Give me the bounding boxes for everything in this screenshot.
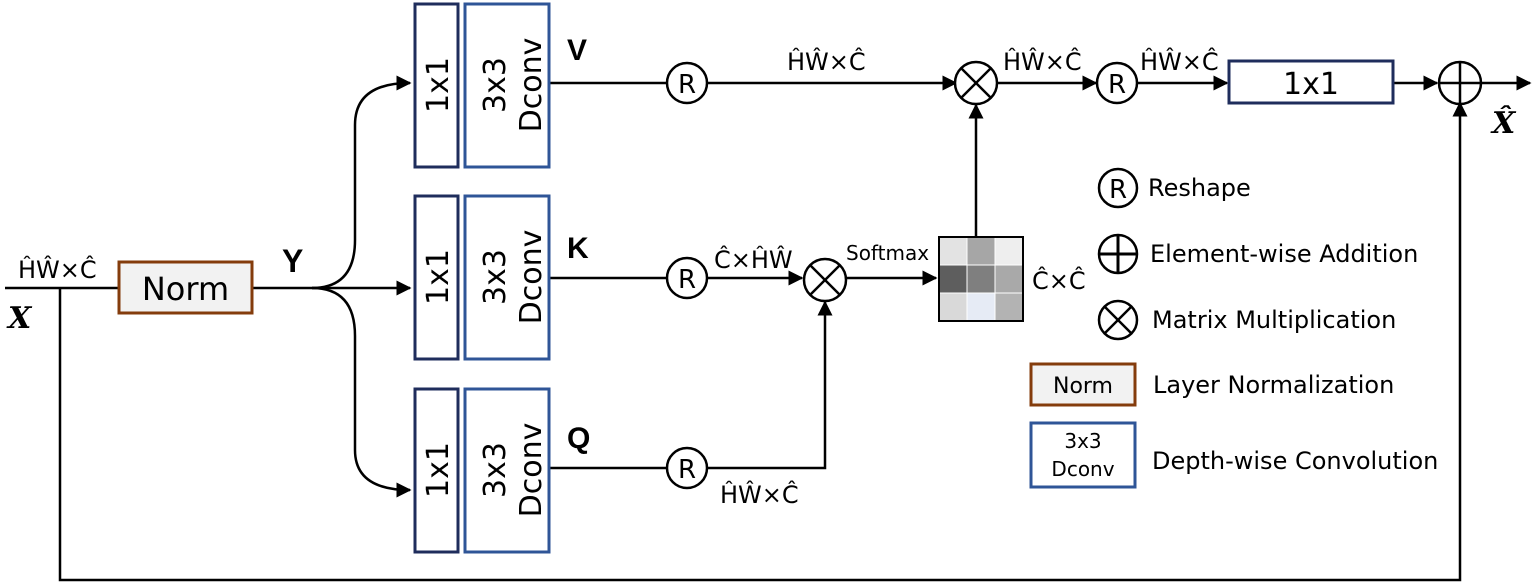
- v-dconv-box: [463, 2, 551, 169]
- branch-to-v: [311, 75, 412, 290]
- legend-norm-box: [1029, 362, 1137, 407]
- input-x-label: X: [6, 301, 33, 336]
- out-reshape-icon: R: [1095, 61, 1139, 105]
- branch-to-q: [311, 286, 412, 498]
- attention-cell: [938, 292, 968, 322]
- q-dconv-label-line1: 3x3: [478, 442, 513, 498]
- input-dim-label: ĤŴ×Ĉ: [18, 254, 97, 284]
- v-dconv-label-line1: 3x3: [478, 57, 513, 113]
- legend-add-icon: [1097, 233, 1139, 275]
- attention-cell: [938, 236, 968, 266]
- legend-norm-symbol: Norm: [1053, 374, 1113, 399]
- softmax-label: Softmax: [846, 241, 929, 265]
- svg-text:R: R: [678, 455, 696, 485]
- legend-reshape-icon: R: [1097, 167, 1139, 209]
- q-label: Q: [567, 422, 590, 455]
- k-conv1x1-label: 1x1: [421, 249, 456, 305]
- norm-box: [117, 260, 254, 315]
- svg-text:R: R: [1109, 175, 1127, 205]
- attention-cell: [994, 236, 1024, 266]
- y-label: Y: [282, 243, 303, 279]
- q-reshape-icon: R: [665, 446, 709, 490]
- legend-norm-label: Layer Normalization: [1153, 371, 1394, 399]
- q-conv1x1-box: [413, 387, 460, 554]
- qk-matmul-icon: [802, 257, 848, 303]
- attention-cell: [938, 264, 968, 294]
- svg-text:R: R: [678, 265, 696, 295]
- v-conv1x1-label: 1x1: [421, 57, 456, 113]
- residual-wire: [58, 101, 1468, 582]
- legend-matmul-icon: [1097, 299, 1139, 341]
- v-dconv-label-line2: Dconv: [514, 38, 549, 133]
- attention-map-border: [938, 236, 1024, 322]
- q-conv1x1-label: 1x1: [421, 442, 456, 498]
- matmul-out-dim: ĤŴ×Ĉ: [1003, 46, 1082, 76]
- output-x-label: X̂: [1490, 106, 1517, 141]
- k-dconv-label-line2: Dconv: [514, 230, 549, 325]
- v-label: V: [567, 34, 587, 67]
- final-conv1x1-box: [1227, 59, 1395, 105]
- norm-label: Norm: [142, 270, 229, 308]
- attn-dim: Ĉ×Ĉ: [1032, 265, 1086, 295]
- attention-cell: [966, 292, 996, 322]
- v-reshape-icon: R: [665, 61, 709, 105]
- legend-reshape-label: Reshape: [1148, 174, 1251, 202]
- attention-cell: [966, 264, 996, 294]
- v-reshaped-dim: ĤŴ×Ĉ: [787, 46, 866, 76]
- legend-matmul-label: Matrix Multiplication: [1152, 306, 1396, 334]
- v-conv1x1-box: [413, 2, 460, 169]
- final-conv1x1-label: 1x1: [1283, 67, 1339, 102]
- k-reshape-icon: R: [665, 256, 709, 300]
- q-reshaped-dim: ĤŴ×Ĉ: [720, 479, 799, 509]
- k-reshaped-dim: Ĉ×ĤŴ: [714, 244, 793, 274]
- residual-add-icon: [1437, 60, 1483, 106]
- attention-cell: [994, 292, 1024, 322]
- legend-dconv-label: Depth-wise Convolution: [1152, 447, 1438, 475]
- k-label: K: [567, 232, 589, 265]
- legend-dconv-symbol-line1: 3x3: [1064, 429, 1101, 453]
- attn-v-matmul-icon: [953, 60, 999, 106]
- svg-text:R: R: [1108, 70, 1126, 100]
- legend-add-label: Element-wise Addition: [1150, 240, 1418, 268]
- k-conv1x1-box: [413, 194, 460, 361]
- k-dconv-box: [463, 194, 551, 361]
- attention-cell: [966, 236, 996, 266]
- reshape-out-dim: ĤŴ×Ĉ: [1140, 46, 1219, 76]
- svg-text:R: R: [678, 70, 696, 100]
- k-dconv-label-line1: 3x3: [478, 249, 513, 305]
- q-reshape-to-matmul: [708, 300, 833, 470]
- q-dconv-label-line2: Dconv: [514, 423, 549, 518]
- q-dconv-box: [463, 387, 551, 554]
- legend-dconv-symbol-line2: Dconv: [1051, 457, 1114, 481]
- attention-cell: [994, 264, 1024, 294]
- attention-map: [938, 236, 1024, 322]
- legend-dconv-box: [1029, 421, 1137, 489]
